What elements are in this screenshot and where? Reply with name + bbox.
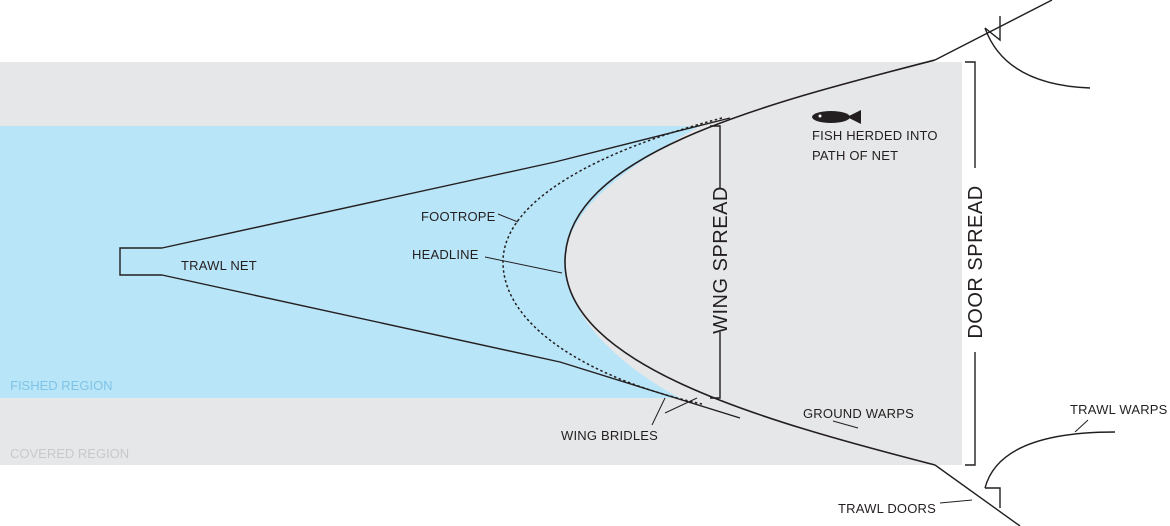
footrope-line bbox=[502, 117, 723, 405]
wing-bridles-leader-1 bbox=[651, 397, 666, 426]
trawl-warp-bottom bbox=[934, 464, 1021, 526]
wing-bridles-label: WING BRIDLES bbox=[561, 428, 658, 443]
trawl-door-top bbox=[984, 16, 1001, 42]
trawl-door-bottom bbox=[985, 487, 1001, 508]
door-spread-label: DOOR SPREAD bbox=[965, 185, 987, 338]
fished-region bbox=[0, 126, 700, 398]
covered-region-label: COVERED REGION bbox=[10, 446, 129, 461]
trawl-doors-label: TRAWL DOORS bbox=[838, 501, 936, 516]
trawl-net-outline bbox=[119, 247, 162, 276]
footrope-leader bbox=[497, 213, 519, 223]
headline-leader bbox=[484, 256, 563, 274]
headline-line bbox=[564, 59, 936, 466]
fished-region-label: FISHED REGION bbox=[10, 378, 113, 393]
trawl-warps-label: TRAWL WARPS bbox=[1070, 402, 1168, 417]
trawl-net-lower-wall bbox=[161, 274, 741, 419]
trawl-door-top-curve bbox=[984, 27, 1091, 89]
fish-icon bbox=[812, 110, 861, 124]
trawl-doors-leader bbox=[939, 499, 973, 504]
ground-warps-leader bbox=[832, 420, 859, 429]
wing-spread-bracket bbox=[710, 125, 721, 399]
fish-herded-label-line2: PATH OF NET bbox=[812, 148, 898, 163]
door-spread-bracket bbox=[965, 61, 976, 466]
wing-bridles-leader-2 bbox=[664, 397, 698, 414]
headline-label: HEADLINE bbox=[412, 247, 479, 262]
wing-spread-label: WING SPREAD bbox=[710, 186, 732, 334]
trawl-net-label: TRAWL NET bbox=[181, 258, 257, 273]
trawl-door-bottom-curve bbox=[984, 431, 1116, 489]
trawl-warp-top bbox=[934, 0, 1053, 61]
trawl-warps-leader bbox=[1074, 419, 1089, 433]
footrope-label: FOOTROPE bbox=[421, 209, 496, 224]
fish-herded-label-line1: FISH HERDED INTO bbox=[812, 128, 938, 143]
ground-warps-label: GROUND WARPS bbox=[803, 406, 914, 421]
